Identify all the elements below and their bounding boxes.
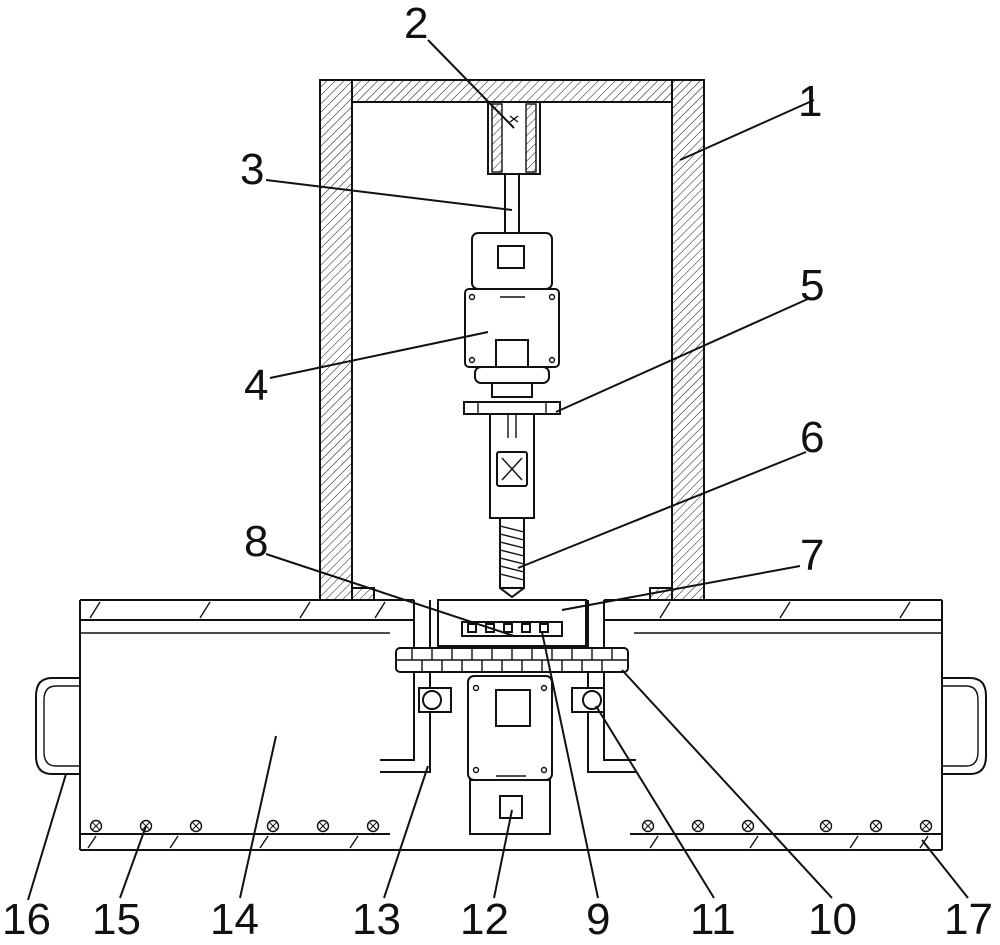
label-2: 2 (404, 0, 428, 48)
lower-motor-window (495, 689, 531, 727)
leader-2 (427, 39, 515, 129)
label-16: 16 (2, 895, 51, 944)
leader-7 (561, 565, 801, 611)
label-7: 7 (800, 531, 824, 580)
label-15: 15 (92, 895, 141, 944)
cylinder-right-wall (525, 103, 537, 173)
work-table (437, 599, 587, 647)
label-14: 14 (210, 895, 259, 944)
leader-10 (621, 669, 833, 899)
right-handle (942, 677, 987, 775)
label-11: 11 (690, 895, 736, 944)
right-roller (582, 690, 602, 710)
frame (319, 79, 705, 601)
label-1: 1 (798, 77, 822, 126)
motor-top-window (497, 245, 525, 269)
piston-rod (504, 173, 520, 237)
motor-neck (491, 382, 533, 398)
frame-left-foot (351, 587, 375, 601)
leader-15 (119, 825, 147, 899)
leader-17 (921, 839, 969, 899)
label-5: 5 (800, 261, 824, 310)
leader-14 (239, 735, 277, 899)
leader-9 (541, 631, 599, 899)
base-body (79, 599, 943, 851)
top-cylinder (487, 101, 541, 175)
drill-motor (464, 232, 560, 398)
label-6: 6 (800, 413, 824, 462)
leader-11 (595, 705, 715, 899)
frame-top-beam (351, 79, 673, 103)
flange (463, 401, 561, 415)
label-4: 4 (244, 361, 268, 410)
leader-5 (555, 297, 811, 413)
label-8: 8 (244, 517, 268, 566)
left-roller (422, 690, 442, 710)
label-9: 9 (586, 895, 610, 944)
leader-6 (517, 451, 807, 569)
leader-12 (493, 809, 513, 899)
leader-16 (27, 773, 67, 901)
left-handle (35, 677, 80, 775)
leader-13 (383, 765, 429, 899)
label-17: 17 (944, 895, 993, 944)
leader-3 (265, 179, 513, 211)
label-3: 3 (240, 145, 264, 194)
leader-8 (265, 553, 515, 637)
lower-motor (467, 675, 553, 835)
rack-bar (395, 647, 629, 673)
cylinder-left-wall (491, 103, 503, 173)
label-10: 10 (808, 895, 857, 944)
leader-lines (27, 39, 969, 901)
label-13: 13 (352, 895, 401, 944)
frame-left-post (319, 79, 353, 601)
frame-right-post (671, 79, 705, 601)
guide-rollers (418, 687, 605, 713)
motor-lower-cap (474, 366, 550, 384)
drill-chuck (489, 413, 535, 599)
leader-1 (679, 99, 815, 161)
leader-4 (269, 331, 489, 379)
label-12: 12 (460, 895, 509, 944)
